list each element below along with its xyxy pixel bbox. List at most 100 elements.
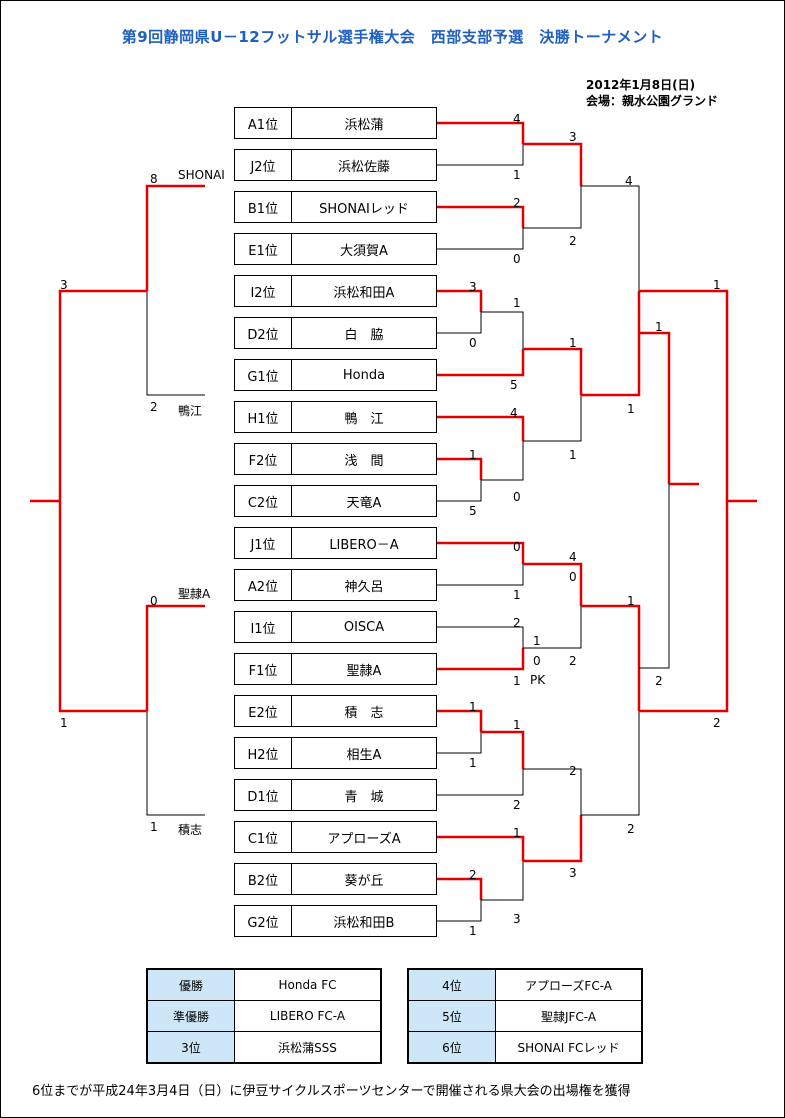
winner-line	[437, 121, 525, 144]
team-seed: D1位	[235, 780, 292, 810]
score-label: 2	[627, 822, 635, 836]
score-label: 0	[513, 540, 521, 554]
score-label: 2	[150, 400, 158, 414]
score-label: 5	[510, 378, 518, 392]
winner-line	[145, 604, 205, 711]
team-name: 浜松佐藤	[337, 159, 390, 175]
score-label: 2	[713, 716, 721, 730]
score-label: 1	[627, 594, 635, 608]
team-name: 神久呂	[344, 579, 384, 595]
team-name: 青 城	[344, 789, 384, 805]
team-name: SHONAIレッド	[319, 201, 409, 217]
team-name: 相生A	[346, 747, 382, 763]
score-label: 1	[469, 924, 477, 938]
result-team: 浜松蒲SSS	[234, 1031, 382, 1064]
bracket-line	[581, 711, 640, 816]
footer-note: 6位までが平成24年3月4日（日）に伊豆サイクルスポーツセンターで開催される県大…	[32, 1084, 631, 1099]
team-name: アプローズA	[327, 831, 401, 847]
page-title: 第9回静岡県U－12フットサル選手権大会 西部支部予選 決勝トーナメント	[121, 28, 664, 46]
winner-line	[58, 501, 147, 713]
score-label: 0	[469, 336, 477, 350]
score-label: 1	[60, 716, 68, 730]
team-name: 大須賀A	[340, 243, 388, 259]
team-row: I2位浜松和田A	[234, 275, 437, 307]
result-team: 聖隷JFC-A	[495, 1000, 643, 1032]
left-label-seirei: 聖隷A	[178, 587, 211, 601]
score-label: 1	[150, 820, 158, 834]
score-label: 2	[569, 234, 577, 248]
result-rank: 優勝	[146, 968, 235, 1001]
team-seed: J1位	[235, 528, 292, 558]
score-label: 3	[569, 866, 577, 880]
team-row: H1位鴨 江	[234, 401, 437, 433]
team-seed: D2位	[235, 318, 292, 348]
result-team: Honda FC	[234, 968, 382, 1001]
result-row: 4位アプローズFC-A	[407, 968, 643, 1001]
bracket-line	[146, 291, 205, 396]
winner-line	[639, 289, 729, 501]
score-label: 0	[513, 252, 521, 266]
score-label: 4	[510, 406, 518, 420]
winner-line	[523, 815, 583, 863]
bracket-line	[481, 441, 524, 481]
score-label: 1	[469, 700, 477, 714]
winner-line	[437, 835, 525, 861]
team-seed: E2位	[235, 696, 292, 726]
team-row: E1位大須賀A	[234, 233, 437, 265]
team-seed: I1位	[235, 612, 292, 642]
winner-line	[523, 562, 583, 606]
team-seed: C1位	[235, 822, 292, 852]
result-team: LIBERO FC-A	[234, 1000, 382, 1032]
score-label: 0	[533, 654, 541, 668]
bracket-line	[437, 564, 524, 586]
bracket-line	[481, 861, 524, 901]
team-name: 浜松和田B	[333, 915, 395, 931]
team-seed: H1位	[235, 402, 292, 432]
score-label: 1	[569, 448, 577, 462]
score-label: 1	[713, 278, 721, 292]
result-rank: 6位	[407, 1031, 496, 1064]
bracket-line	[481, 311, 524, 349]
score-label: 4	[625, 174, 633, 188]
team-row: A2位神久呂	[234, 569, 437, 601]
team-row: H2位相生A	[234, 737, 437, 769]
winner-line	[58, 289, 147, 501]
score-label: 2	[655, 674, 663, 688]
score-label: 1	[513, 296, 521, 310]
score-label: 0	[513, 490, 521, 504]
bracket-line	[523, 768, 582, 815]
bracket-line	[437, 626, 524, 648]
team-seed: F1位	[235, 654, 292, 684]
bracket-line	[437, 228, 524, 250]
winner-line	[581, 604, 641, 711]
winner-line	[437, 709, 483, 732]
bracket-line	[523, 186, 582, 229]
result-row: 3位浜松蒲SSS	[146, 1031, 382, 1064]
score-label: 5	[469, 504, 477, 518]
pk-label: PK	[530, 673, 546, 687]
score-label: 2	[569, 654, 577, 668]
team-row: F2位浅 間	[234, 443, 437, 475]
team-row: D2位白 脇	[234, 317, 437, 349]
team-row: D1位 青 城	[234, 779, 437, 811]
score-label: 2	[513, 798, 521, 812]
team-row: A1位浜松蒲	[234, 107, 437, 139]
result-rank: 4位	[407, 968, 496, 1001]
score-label: 1	[469, 756, 477, 770]
bracket-line	[437, 732, 482, 754]
score-label: 1	[533, 634, 541, 648]
result-row: 5位聖隷JFC-A	[407, 1000, 643, 1032]
bracket-line	[437, 480, 482, 502]
result-rank: 3位	[146, 1031, 235, 1064]
score-label: 1	[513, 718, 521, 732]
team-seed: B2位	[235, 864, 292, 894]
team-name: 積 志	[344, 705, 384, 721]
match-venue: 会場：親水公園グランド	[586, 94, 719, 108]
